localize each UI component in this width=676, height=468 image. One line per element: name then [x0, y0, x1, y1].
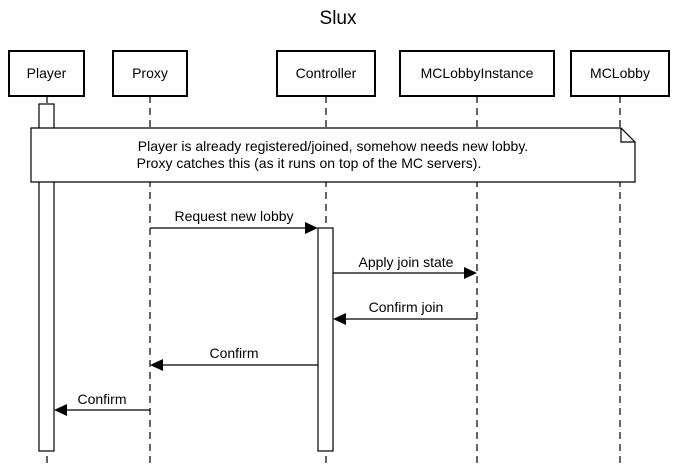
participant-label: MCLobbyInstance: [421, 65, 534, 81]
note-line-2: Proxy catches this (as it runs on top of…: [137, 155, 482, 171]
activation-player: [38, 103, 55, 452]
activation-controller: [317, 227, 334, 452]
message-label: Request new lobby: [174, 208, 293, 224]
message-confirm-join: [333, 313, 477, 325]
arrowhead: [333, 313, 346, 325]
message-request-new-lobby: [150, 222, 318, 234]
note: Player is already registered/joined, som…: [30, 127, 636, 183]
messages: [54, 222, 477, 416]
message-confirm-player: [54, 404, 150, 416]
message-confirm-proxy: [150, 359, 318, 371]
participant-mclobby: MCLobby: [570, 50, 670, 97]
message-label: Confirm join: [369, 299, 444, 315]
participant-label: MCLobby: [590, 65, 650, 81]
arrowhead: [464, 267, 477, 279]
arrowhead: [305, 222, 318, 234]
message-label: Confirm: [77, 391, 126, 407]
participant-label: Proxy: [132, 65, 168, 81]
participant-label: Player: [27, 65, 67, 81]
message-label: Apply join state: [359, 254, 454, 270]
participant-mclobbyinstance: MCLobbyInstance: [399, 50, 555, 97]
message-apply-join-state: [333, 267, 477, 279]
message-label: Confirm: [209, 345, 258, 361]
arrowhead: [54, 404, 67, 416]
participant-player: Player: [8, 50, 85, 97]
participant-controller: Controller: [276, 50, 376, 97]
participant-label: Controller: [296, 65, 357, 81]
arrowhead: [150, 359, 163, 371]
note-line-1: Player is already registered/joined, som…: [138, 138, 528, 154]
diagram-title: Slux: [320, 8, 357, 29]
participant-proxy: Proxy: [112, 50, 188, 97]
